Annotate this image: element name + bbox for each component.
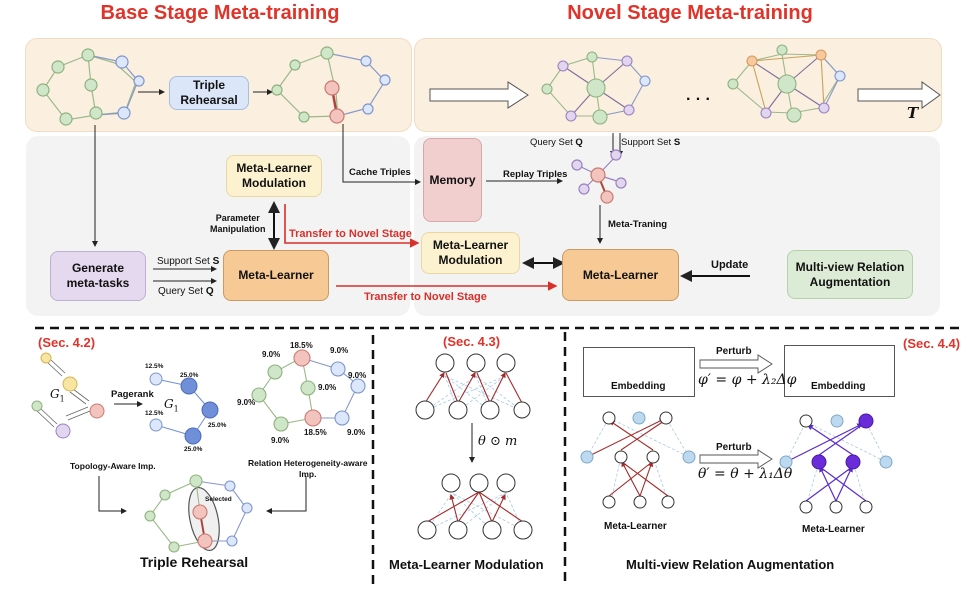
- transfer-label-2: Transfer to Novel Stage: [364, 291, 487, 303]
- multi-view-augmentation-box: Multi-view Relation Augmentation: [787, 250, 913, 299]
- cache-triples-label: Cache Triples: [349, 167, 411, 178]
- hetero-value-3: 9.0%: [330, 346, 349, 355]
- embedding-label-right: Embedding: [811, 381, 866, 392]
- sec-4-2-tag: (Sec. 4.2): [38, 335, 96, 350]
- hollow-arrow-time: [857, 81, 941, 109]
- sec-4-4-tag: (Sec. 4.4): [903, 336, 961, 351]
- base-stage-title: Base Stage Meta-training: [100, 2, 340, 24]
- novel-graph-1: [541, 51, 651, 125]
- network-before-modulation: [415, 353, 531, 420]
- novel-top-panel: [414, 38, 942, 132]
- hetero-value-9: 9.0%: [271, 436, 290, 445]
- query-set-text-novel: Query Set: [530, 137, 576, 148]
- perturb-label-top: Perturb: [716, 346, 752, 357]
- meta-learner-network-left: [580, 411, 696, 509]
- query-set-symbol-novel: Q: [575, 137, 583, 148]
- replay-triples-label: Replay Triples: [503, 169, 568, 180]
- embedding-perturb-formula: φ′ = φ + λ₂Δφ: [698, 372, 797, 388]
- triple-rehearsal-caption: Triple Rehearsal: [140, 554, 249, 570]
- novel-stage-title: Novel Stage Meta-training: [567, 2, 813, 24]
- meta-learner-label-right: Meta-Learner: [802, 524, 865, 535]
- meta-learner-label-left: Meta-Learner: [604, 521, 667, 532]
- embedding-box-left: [583, 347, 695, 397]
- parameter-manipulation-label: Parameter Manipulation: [210, 213, 266, 234]
- triple-rehearsal-box: Triple Rehearsal: [169, 76, 249, 110]
- g1-sub: 1: [59, 394, 65, 404]
- hetero-value-1: 18.5%: [290, 341, 313, 350]
- time-label: T: [907, 104, 919, 122]
- base-graph-input: [36, 48, 145, 126]
- hetero-value-2: 9.0%: [262, 350, 281, 359]
- hetero-value-5: 9.0%: [318, 383, 337, 392]
- generate-meta-tasks-box: Generate meta-tasks: [50, 251, 146, 301]
- selected-label: Selected: [205, 496, 232, 503]
- memory-box: Memory: [423, 138, 482, 222]
- pagerank-label: Pagerank: [111, 389, 154, 400]
- support-set-symbol-novel: S: [673, 137, 681, 148]
- meta-learner-modulation-box-novel: Meta-Learner Modulation: [421, 232, 520, 274]
- support-set-label-novel: Support Set S: [621, 137, 680, 148]
- heterogeneity-aware-label: Relation Heterogeneity-aware Imp.: [248, 458, 368, 480]
- multi-view-augmentation-caption: Multi-view Relation Augmentation: [626, 557, 835, 572]
- g1-sub-2: 1: [173, 404, 179, 414]
- base-graph-output: [271, 46, 391, 124]
- heterogeneity-graph: [251, 349, 366, 432]
- query-set-label-novel: Query Set Q: [530, 137, 583, 148]
- g1-letter: G: [50, 387, 60, 401]
- g1-chain-graph: [31, 352, 105, 439]
- g1-label-left: G1: [50, 387, 65, 403]
- hetero-value-8: 9.0%: [347, 428, 366, 437]
- pagerank-value-5: 25.0%: [184, 446, 203, 453]
- support-set-label-base: Support Set S: [157, 256, 219, 267]
- hetero-value-4: 9.0%: [348, 371, 367, 380]
- parameter-perturb-formula: θ′ = θ + λ₁Δθ: [698, 466, 793, 482]
- query-set-label-base: Query Set Q: [158, 286, 214, 297]
- meta-learner-box-novel: Meta-Learner: [562, 249, 679, 301]
- perturb-label-bottom: Perturb: [716, 442, 752, 453]
- meta-learner-network-right: [779, 413, 893, 514]
- embedding-label-left: Embedding: [611, 381, 666, 392]
- pagerank-value-3: 12.5%: [145, 410, 164, 417]
- hetero-value-7: 18.5%: [304, 428, 327, 437]
- meta-learner-modulation-box-base: Meta-Learner Modulation: [226, 155, 322, 197]
- ellipsis: · · ·: [686, 91, 711, 108]
- network-after-modulation: [417, 473, 533, 540]
- sec-4-3-tag: (Sec. 4.3): [443, 334, 501, 349]
- task-graph: [571, 149, 627, 204]
- pagerank-value-1: 12.5%: [145, 363, 164, 370]
- embedding-box-right: [784, 345, 895, 397]
- hetero-value-6: 9.0%: [237, 398, 256, 407]
- support-set-text-novel: Support Set: [621, 137, 674, 148]
- modulation-operator: θ ⊙ m: [478, 434, 518, 449]
- g1-label-right: G1: [164, 397, 179, 413]
- novel-graph-2: [727, 44, 846, 123]
- meta-training-label: Meta-Traning: [608, 219, 668, 230]
- topology-aware-label: Topology-Aware Imp.: [70, 461, 156, 471]
- pagerank-graph: [149, 372, 219, 445]
- update-label: Update: [711, 259, 749, 271]
- hollow-arrow-in: [429, 81, 529, 109]
- pagerank-value-4: 25.0%: [208, 422, 227, 429]
- support-set-symbol: S: [212, 256, 220, 267]
- query-set-text: Query Set: [158, 286, 206, 297]
- meta-learner-box-base: Meta-Learner: [223, 250, 329, 301]
- g1-letter-2: G: [164, 397, 174, 411]
- meta-learner-modulation-caption: Meta-Learner Modulation: [389, 557, 544, 572]
- pagerank-value-2: 25.0%: [180, 372, 199, 379]
- triple-rehearsal-graph: [144, 474, 253, 553]
- query-set-symbol: Q: [205, 286, 214, 297]
- transfer-label-1: Transfer to Novel Stage: [289, 228, 412, 240]
- support-set-text: Support Set: [157, 256, 213, 267]
